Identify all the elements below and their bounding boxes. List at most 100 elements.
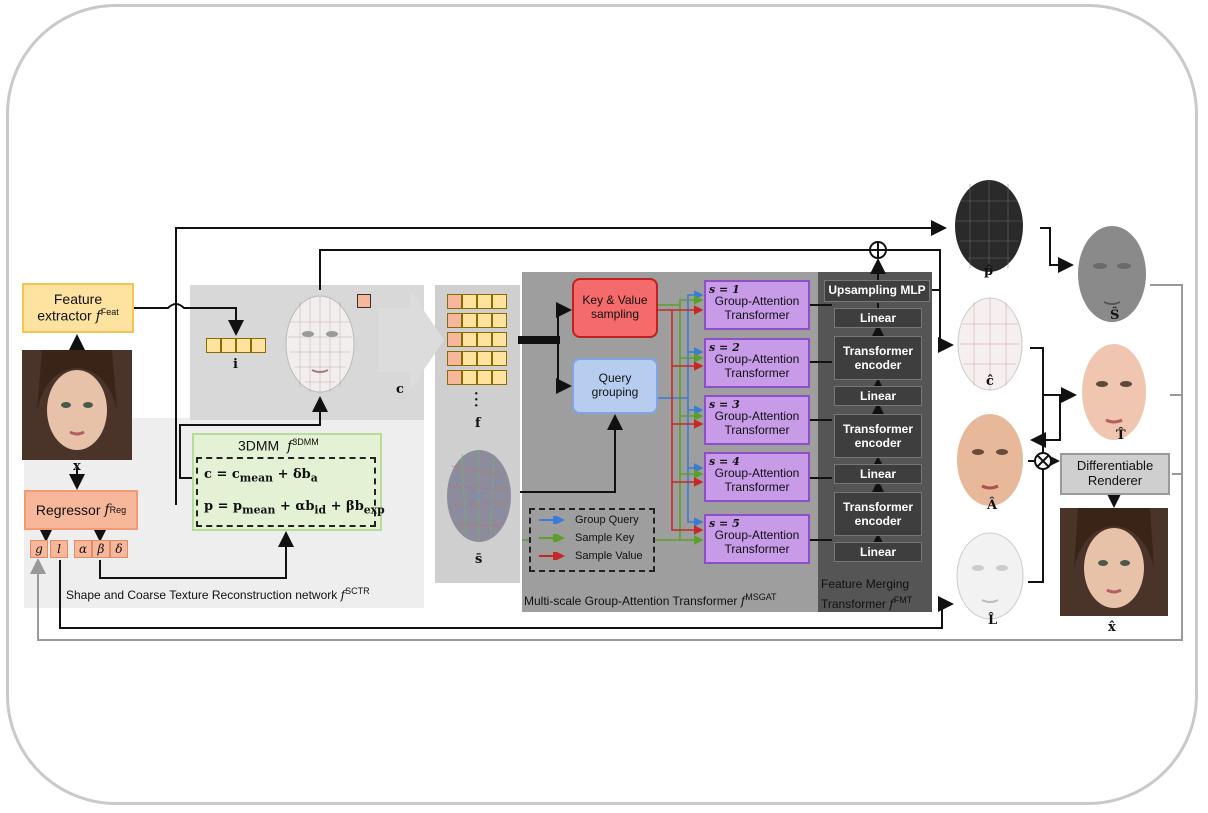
eq-c-sub2: a xyxy=(310,471,318,485)
kv-line1: Key & Value xyxy=(582,293,648,308)
renderer-line2: Renderer xyxy=(1087,473,1143,488)
eq-c-lhs: c = c xyxy=(204,467,240,482)
c-label: c xyxy=(396,382,404,397)
eq-p-sub2: id xyxy=(314,503,327,517)
gat-line1: Group-Attention xyxy=(714,466,800,480)
feature-extractor-box: Feature extractor fFeat xyxy=(22,283,134,333)
differentiable-renderer-box: Differentiable Renderer xyxy=(1060,453,1170,495)
param-alpha: α xyxy=(74,540,92,558)
sctr-caption-fn: f xyxy=(340,588,346,602)
gat-line1: Group-Attention xyxy=(714,294,800,308)
eq-c-rest: + δb xyxy=(277,467,311,482)
gat-line2: Transformer xyxy=(724,366,790,381)
feature-grid-cell xyxy=(477,332,492,347)
feature-grid-cell xyxy=(492,313,507,328)
gat-line2: Transformer xyxy=(724,480,790,495)
A-hat-face xyxy=(957,414,1023,506)
fmt-linear-4: Linear xyxy=(834,542,922,562)
msgat-caption-text: Multi-scale Group-Attention Transformer xyxy=(524,594,738,608)
input-x-label: x xyxy=(73,459,81,474)
feature-grid-cell xyxy=(492,294,507,309)
texture-square-icon xyxy=(357,294,371,308)
query-grouping-box: Query grouping xyxy=(572,358,658,414)
3dmm-title: 3DMM xyxy=(238,437,280,454)
3dmm-sup: 3DMM xyxy=(292,437,319,447)
eq-p-rest2: + βb xyxy=(330,499,364,514)
c-hat-label: ĉ xyxy=(986,374,994,389)
coarse-mesh-face xyxy=(285,295,355,394)
fmt-linear-2: Linear xyxy=(834,386,922,406)
x-hat-rendered-face xyxy=(1060,508,1168,616)
input-face-image xyxy=(22,350,132,460)
legend-label: Group Query xyxy=(575,514,639,526)
feature-grid-cell xyxy=(447,332,462,347)
legend-label: Sample Key xyxy=(575,532,635,544)
S-hat-face xyxy=(1078,226,1146,322)
sctr-caption: Shape and Coarse Texture Reconstruction … xyxy=(66,586,370,602)
fmt-encoder-2: Transformer encoder xyxy=(834,414,922,458)
gat-line1: Group-Attention xyxy=(714,352,800,366)
feature-grid-cell xyxy=(462,370,477,385)
fmt-caption-line2-wrap: Transformer fFMT xyxy=(821,592,912,612)
legend-arrow-green xyxy=(539,534,565,542)
gat-line2: Transformer xyxy=(724,308,790,323)
fmt-caption: Feature Merging Transformer fFMT xyxy=(821,576,912,612)
sctr-caption-sup: SCTR xyxy=(345,586,370,596)
fmt-caption-fn: f xyxy=(889,597,894,611)
fmt-caption-line1: Feature Merging xyxy=(821,577,910,591)
feature-grid-cell xyxy=(447,313,462,328)
T-hat-face xyxy=(1082,344,1146,440)
gat-scale: s = 1 xyxy=(709,283,740,296)
feature-extractor-line1: Feature xyxy=(53,291,103,308)
i-vector-cell xyxy=(221,338,236,353)
feature-grid-cell xyxy=(477,313,492,328)
eq-p-sub: mean xyxy=(242,503,276,517)
feature-grid-cell xyxy=(477,351,492,366)
kv-line2: sampling xyxy=(590,307,640,321)
msgat-caption-fn: f xyxy=(740,594,746,608)
L-hat-label: L̂ xyxy=(988,613,998,628)
eq-p: p = pmean + αbid + βbexp xyxy=(204,499,385,517)
key-value-sampling-box: Key & Value sampling xyxy=(572,278,658,338)
gat-scale: s = 2 xyxy=(709,341,740,354)
fmt-encoder-3: Transformer encoder xyxy=(834,492,922,536)
fmt-linear-1: Linear xyxy=(834,308,922,328)
S-hat-label: Ŝ xyxy=(1110,308,1120,323)
fmt-caption-sup: FMT xyxy=(893,595,913,605)
feature-grid-cell xyxy=(447,351,462,366)
eq-p-lhs: p = p xyxy=(204,499,243,514)
i-vector-cell xyxy=(251,338,266,353)
feature-grid-cell xyxy=(462,332,477,347)
gat-line2: Transformer xyxy=(724,542,790,557)
3dmm-fn: f xyxy=(287,438,293,455)
feature-extractor-fn: f xyxy=(95,308,101,325)
3dmm-box: 3DMM f3DMM c = cmean + δba p = pmean + α… xyxy=(192,433,385,531)
A-hat-label: Â xyxy=(987,498,998,513)
qg-line2: grouping xyxy=(591,385,639,399)
msgat-caption-sup: MSGAT xyxy=(745,592,777,602)
fmt-encoder-1: Transformer encoder xyxy=(834,336,922,380)
fmt-caption-line2: Transformer xyxy=(821,597,886,611)
i-vector-cell xyxy=(236,338,251,353)
3dmm-equations: c = c mean + δba p = pmean + αbid + βbexp xyxy=(196,457,385,527)
sctr-caption-text: Shape and Coarse Texture Reconstruction … xyxy=(66,588,338,602)
sbar-mesh-face xyxy=(447,450,511,542)
regressor-label: Regressor xyxy=(35,501,101,518)
feature-extractor-sup: Feat xyxy=(100,307,119,318)
i-vector-cell xyxy=(206,338,221,353)
eq-p-rest: + αb xyxy=(279,499,315,514)
gat-line1: Group-Attention xyxy=(714,528,800,542)
legend-arrow-red xyxy=(539,552,565,560)
L-hat-face xyxy=(956,532,1024,620)
regressor-sup: Reg xyxy=(109,504,127,515)
qg-line1: Query xyxy=(598,371,632,386)
legend-label: Sample Value xyxy=(575,550,643,562)
c-hat-face xyxy=(957,297,1023,391)
